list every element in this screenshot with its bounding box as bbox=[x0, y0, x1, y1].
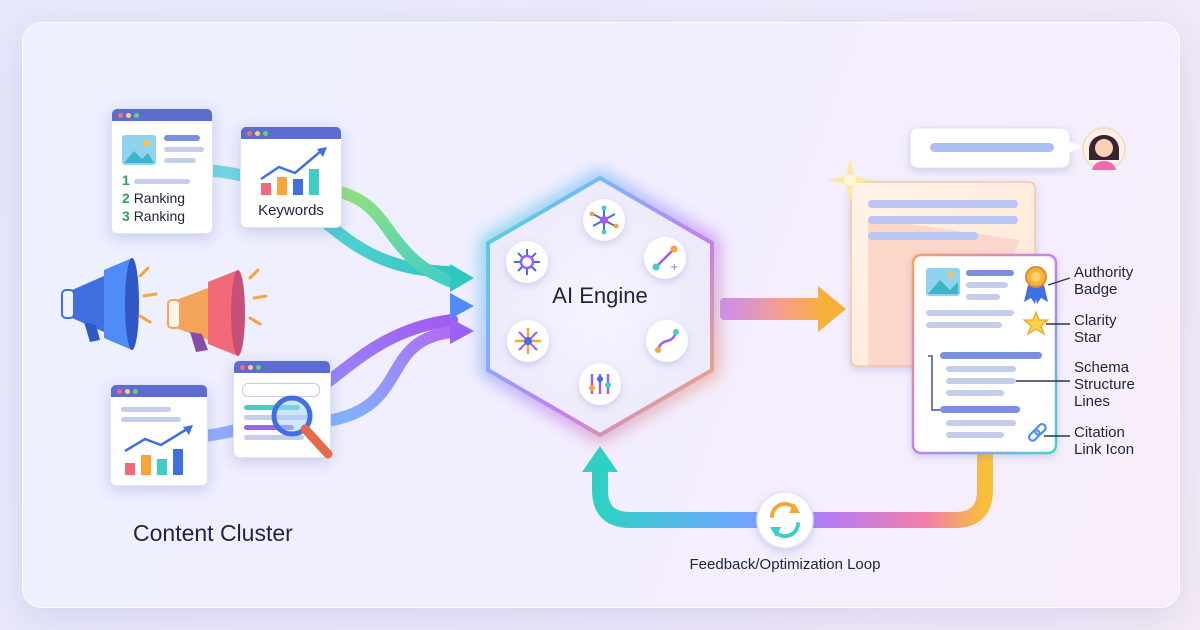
sliders-icon bbox=[579, 363, 621, 405]
ranking-item: 3 Ranking bbox=[122, 208, 186, 224]
ribbon-badge-icon bbox=[1024, 266, 1048, 304]
keywords-card: Keywords bbox=[240, 126, 342, 228]
ranking-item: 2 Ranking bbox=[122, 190, 186, 206]
ranking-item: 1 bbox=[122, 171, 190, 189]
connection-path-icon: + bbox=[644, 237, 686, 279]
magnifier-icon bbox=[271, 395, 333, 459]
growth-chart-icon bbox=[124, 425, 193, 475]
sparkle-node-icon bbox=[507, 320, 549, 362]
window-titlebar bbox=[112, 109, 212, 121]
svg-text:+: + bbox=[670, 262, 678, 273]
route-icon bbox=[646, 320, 688, 362]
analytics-card bbox=[110, 384, 208, 486]
annotation-authority-badge: Authority Badge bbox=[1074, 264, 1134, 298]
bar-chart-icon bbox=[260, 147, 327, 195]
link-icon bbox=[1027, 422, 1047, 442]
star-icon bbox=[1022, 310, 1050, 336]
keywords-label: Keywords bbox=[258, 202, 324, 219]
ranking-card: 1 2 Ranking 3 Ranking bbox=[111, 108, 213, 234]
annotation-citation-link: Citation Link Icon bbox=[1074, 424, 1135, 458]
image-placeholder-icon bbox=[122, 135, 156, 165]
chat-bubble bbox=[909, 127, 1082, 169]
annotation-clarity-star: Clarity Star bbox=[1074, 312, 1117, 346]
output-arrow bbox=[720, 286, 846, 332]
window-titlebar bbox=[234, 361, 330, 373]
neural-network-icon bbox=[583, 199, 625, 241]
search-field bbox=[242, 383, 320, 397]
avatar-icon bbox=[1082, 127, 1126, 171]
ranking-list: 1 2 Ranking 3 Ranking bbox=[122, 171, 190, 225]
virus-node-icon bbox=[506, 241, 548, 283]
feedback-loop-label: Feedback/Optimization Loop bbox=[689, 556, 881, 573]
window-titlebar bbox=[241, 127, 341, 139]
annotation-schema-structure: Schema Structure Lines bbox=[1074, 359, 1135, 410]
sparkle-icon bbox=[828, 158, 872, 202]
megaphone-icon-blue bbox=[61, 258, 158, 350]
ai-engine-title: AI Engine bbox=[552, 283, 648, 308]
content-cluster-caption: Content Cluster bbox=[133, 520, 293, 546]
refresh-icon bbox=[756, 491, 814, 549]
annotation-leader-lines bbox=[1016, 277, 1071, 437]
window-titlebar bbox=[111, 385, 207, 397]
megaphone-icon-orange bbox=[167, 268, 268, 356]
optimized-content-card bbox=[911, 253, 1058, 455]
